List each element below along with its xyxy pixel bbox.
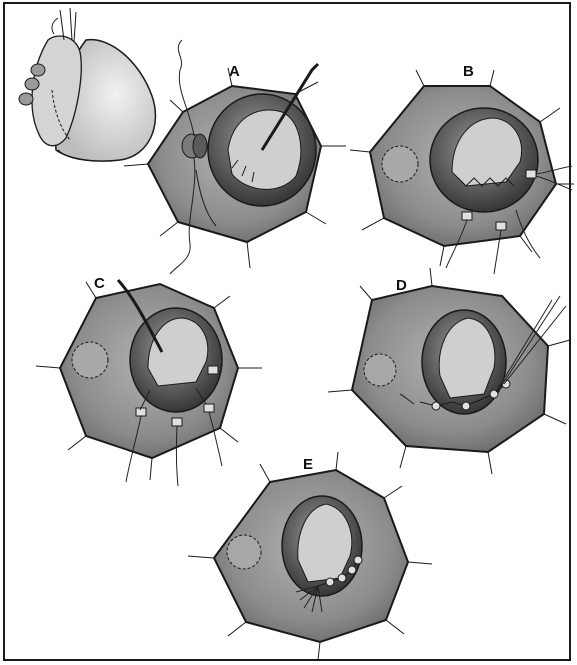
knot-e-2 bbox=[338, 574, 346, 582]
pledget-c-3 bbox=[172, 418, 182, 426]
septal-patch-b bbox=[382, 146, 418, 182]
pledget-c-2 bbox=[136, 408, 146, 416]
knot-d-1 bbox=[432, 402, 440, 410]
pledget-c-4 bbox=[204, 404, 214, 412]
septal-patch-e bbox=[227, 535, 261, 569]
panel-label-c: C bbox=[94, 275, 105, 292]
knot-e-4 bbox=[354, 556, 362, 564]
panel-label-e: E bbox=[303, 456, 313, 473]
vein-opening-1 bbox=[31, 64, 45, 76]
heart-overview bbox=[19, 8, 155, 161]
pledget-c-1 bbox=[208, 366, 218, 374]
knot-e-3 bbox=[348, 566, 356, 574]
ring-clamp-a2 bbox=[193, 134, 207, 158]
panel-a: A bbox=[124, 40, 346, 274]
panel-e: E bbox=[188, 452, 432, 660]
pledget-b-2 bbox=[462, 212, 472, 220]
vein-opening-3 bbox=[19, 93, 33, 105]
panel-label-a: A bbox=[229, 63, 240, 80]
panel-label-b: B bbox=[463, 63, 474, 80]
vein-opening-2 bbox=[25, 78, 39, 90]
panel-d: D bbox=[328, 268, 570, 474]
septal-patch-c bbox=[72, 342, 108, 378]
knot-e-1 bbox=[326, 578, 334, 586]
pledget-b-3 bbox=[496, 222, 506, 230]
panel-c: C bbox=[36, 275, 262, 486]
septal-patch-d bbox=[364, 354, 396, 386]
knot-d-2 bbox=[462, 402, 470, 410]
pledget-b-1 bbox=[526, 170, 536, 178]
panel-b: B bbox=[350, 63, 574, 274]
